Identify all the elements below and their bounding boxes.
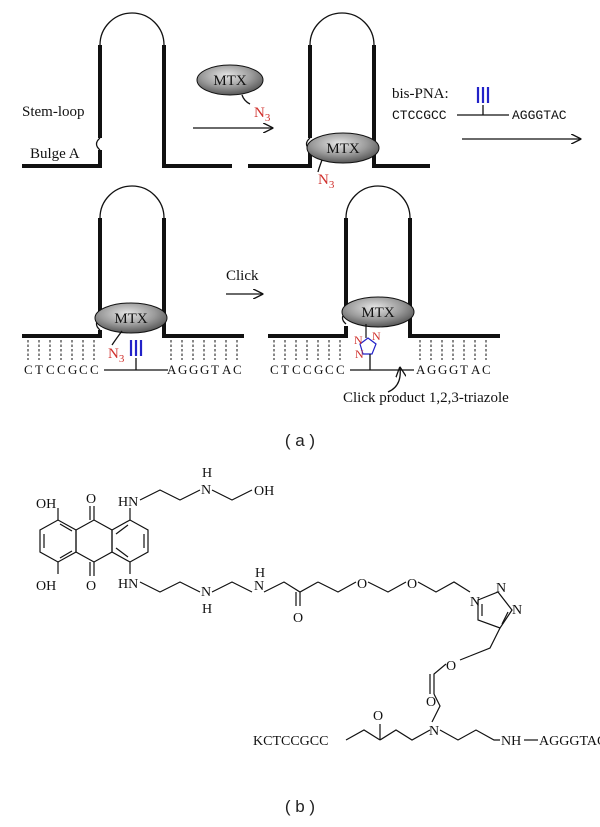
caption-b: ( b ) xyxy=(285,797,315,816)
pna-triple-bar-icon xyxy=(476,87,490,103)
h-amide: H xyxy=(255,566,265,581)
triazole-n3: N xyxy=(355,347,364,361)
base: A xyxy=(167,362,177,377)
base: C xyxy=(79,362,88,377)
right-seq: AGGGTACK8 xyxy=(539,734,600,752)
pna-left-seq: CTCCGCC xyxy=(392,108,447,123)
mtx-stem3-label: MTX xyxy=(114,311,148,327)
base: G xyxy=(438,362,447,377)
n-backbone: N xyxy=(429,724,439,739)
stem-loop-3: MTX N3 xyxy=(22,185,244,371)
chemical-structure: OH OH O O HN HN H N OH N H N H O O O N N… xyxy=(36,466,600,752)
h-mid: H xyxy=(202,602,212,617)
o-ether1: O xyxy=(357,577,367,592)
base: G xyxy=(200,362,209,377)
base: A xyxy=(416,362,426,377)
bases-3: C T C C G C C A G G G T A C xyxy=(24,362,242,377)
base: C xyxy=(482,362,491,377)
nh-label: NH xyxy=(501,734,521,749)
base: T xyxy=(211,362,219,377)
base: G xyxy=(449,362,458,377)
carbonyl-o-bottom: O xyxy=(86,579,96,594)
base: C xyxy=(336,362,345,377)
azide-bound-label: N3 xyxy=(318,172,335,191)
mtx-label: MTX xyxy=(213,73,247,89)
base: G xyxy=(189,362,198,377)
triazole-n1: N xyxy=(354,333,363,347)
h-top: H xyxy=(202,466,212,481)
n-top: N xyxy=(201,483,211,498)
o-link: O xyxy=(446,659,456,674)
base: A xyxy=(222,362,232,377)
base: G xyxy=(178,362,187,377)
n-mid: N xyxy=(201,585,211,600)
click-product-label: Click product 1,2,3-triazole xyxy=(343,390,509,406)
caption-a: ( a ) xyxy=(285,431,315,450)
oh-bottom: OH xyxy=(36,579,56,594)
base-ticks-4 xyxy=(273,340,487,360)
mtx-stem4-label: MTX xyxy=(361,305,395,321)
base: G xyxy=(427,362,436,377)
stem-loop-2: MTX N3 xyxy=(248,12,430,191)
hn-top: HN xyxy=(118,495,138,510)
azide-stem3-label: N3 xyxy=(108,346,125,365)
oh-chain: OH xyxy=(254,484,274,499)
base: C xyxy=(46,362,55,377)
base: A xyxy=(471,362,481,377)
hn-bottom: HN xyxy=(118,577,138,592)
base: C xyxy=(303,362,312,377)
o-ether2: O xyxy=(407,577,417,592)
oh-top: OH xyxy=(36,497,56,512)
base: C xyxy=(325,362,334,377)
mtx-reagent: MTX N3 xyxy=(196,64,271,124)
click-product-arrow xyxy=(387,368,400,393)
base: C xyxy=(90,362,99,377)
pna-right-seq: AGGGTAC xyxy=(512,108,567,123)
carbonyl-o-top: O xyxy=(86,492,96,507)
click-label: Click xyxy=(226,268,259,284)
o-carbamate: O xyxy=(426,695,436,710)
n-amide: N xyxy=(254,579,264,594)
stem-loop-label: Stem-loop xyxy=(22,104,85,120)
triazole-eq: N xyxy=(512,603,522,618)
o-ketone: O xyxy=(373,709,383,724)
base: C xyxy=(270,362,279,377)
base: C xyxy=(57,362,66,377)
base: G xyxy=(68,362,77,377)
triazole-n2: N xyxy=(372,329,381,343)
base: C xyxy=(24,362,33,377)
base: C xyxy=(292,362,301,377)
base: T xyxy=(35,362,43,377)
base: C xyxy=(233,362,242,377)
base: G xyxy=(314,362,323,377)
pna-linker xyxy=(457,105,509,116)
mtx-bound-label: MTX xyxy=(326,141,360,157)
o-amide: O xyxy=(293,611,303,626)
triazole-nn: N xyxy=(496,581,506,596)
stem-loop-4: MTX N N N xyxy=(268,185,500,371)
left-seq: KCTCCGCC xyxy=(253,734,328,749)
bases-4: C T C C G C C A G G G T A C xyxy=(270,362,491,377)
bispna-label: bis-PNA: xyxy=(392,86,449,102)
azide-label: N3 xyxy=(254,105,271,124)
base: T xyxy=(281,362,289,377)
triazole-n: N xyxy=(470,595,480,610)
base-ticks-3 xyxy=(27,340,238,360)
base: T xyxy=(460,362,468,377)
stem-loop-1 xyxy=(22,12,232,168)
bulge-label: Bulge A xyxy=(30,146,80,162)
